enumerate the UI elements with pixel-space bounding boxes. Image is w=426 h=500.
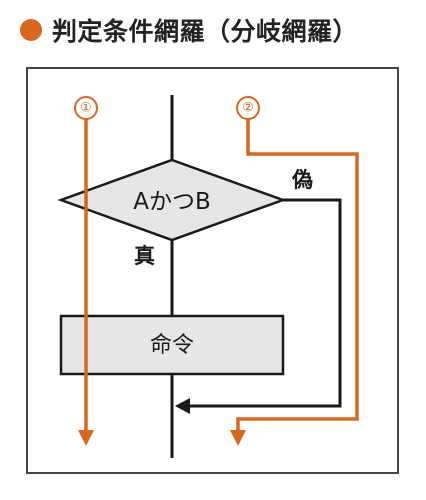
true-label: 真 [134,244,155,268]
path-1-arrowhead-icon [78,430,94,446]
instruction-box [59,314,285,376]
false-label: 偽 [291,168,313,192]
path-2-line [236,119,359,432]
false-branch-line [188,198,342,408]
decision-diamond [57,158,287,242]
diagram-frame [26,67,399,474]
page-title: 判定条件網羅（分岐網羅） [52,17,359,46]
heading: 判定条件網羅（分岐網羅） [20,12,358,48]
condition-label: AかつB [133,189,211,215]
path-2-arrowhead-icon [230,430,246,446]
path-2-marker-label: ② [242,101,254,116]
instruction-label: 命令 [150,333,194,358]
bullet-dot-icon [20,19,42,41]
merge-arrowhead-icon [175,398,190,414]
path-1-marker-label: ① [80,101,92,116]
